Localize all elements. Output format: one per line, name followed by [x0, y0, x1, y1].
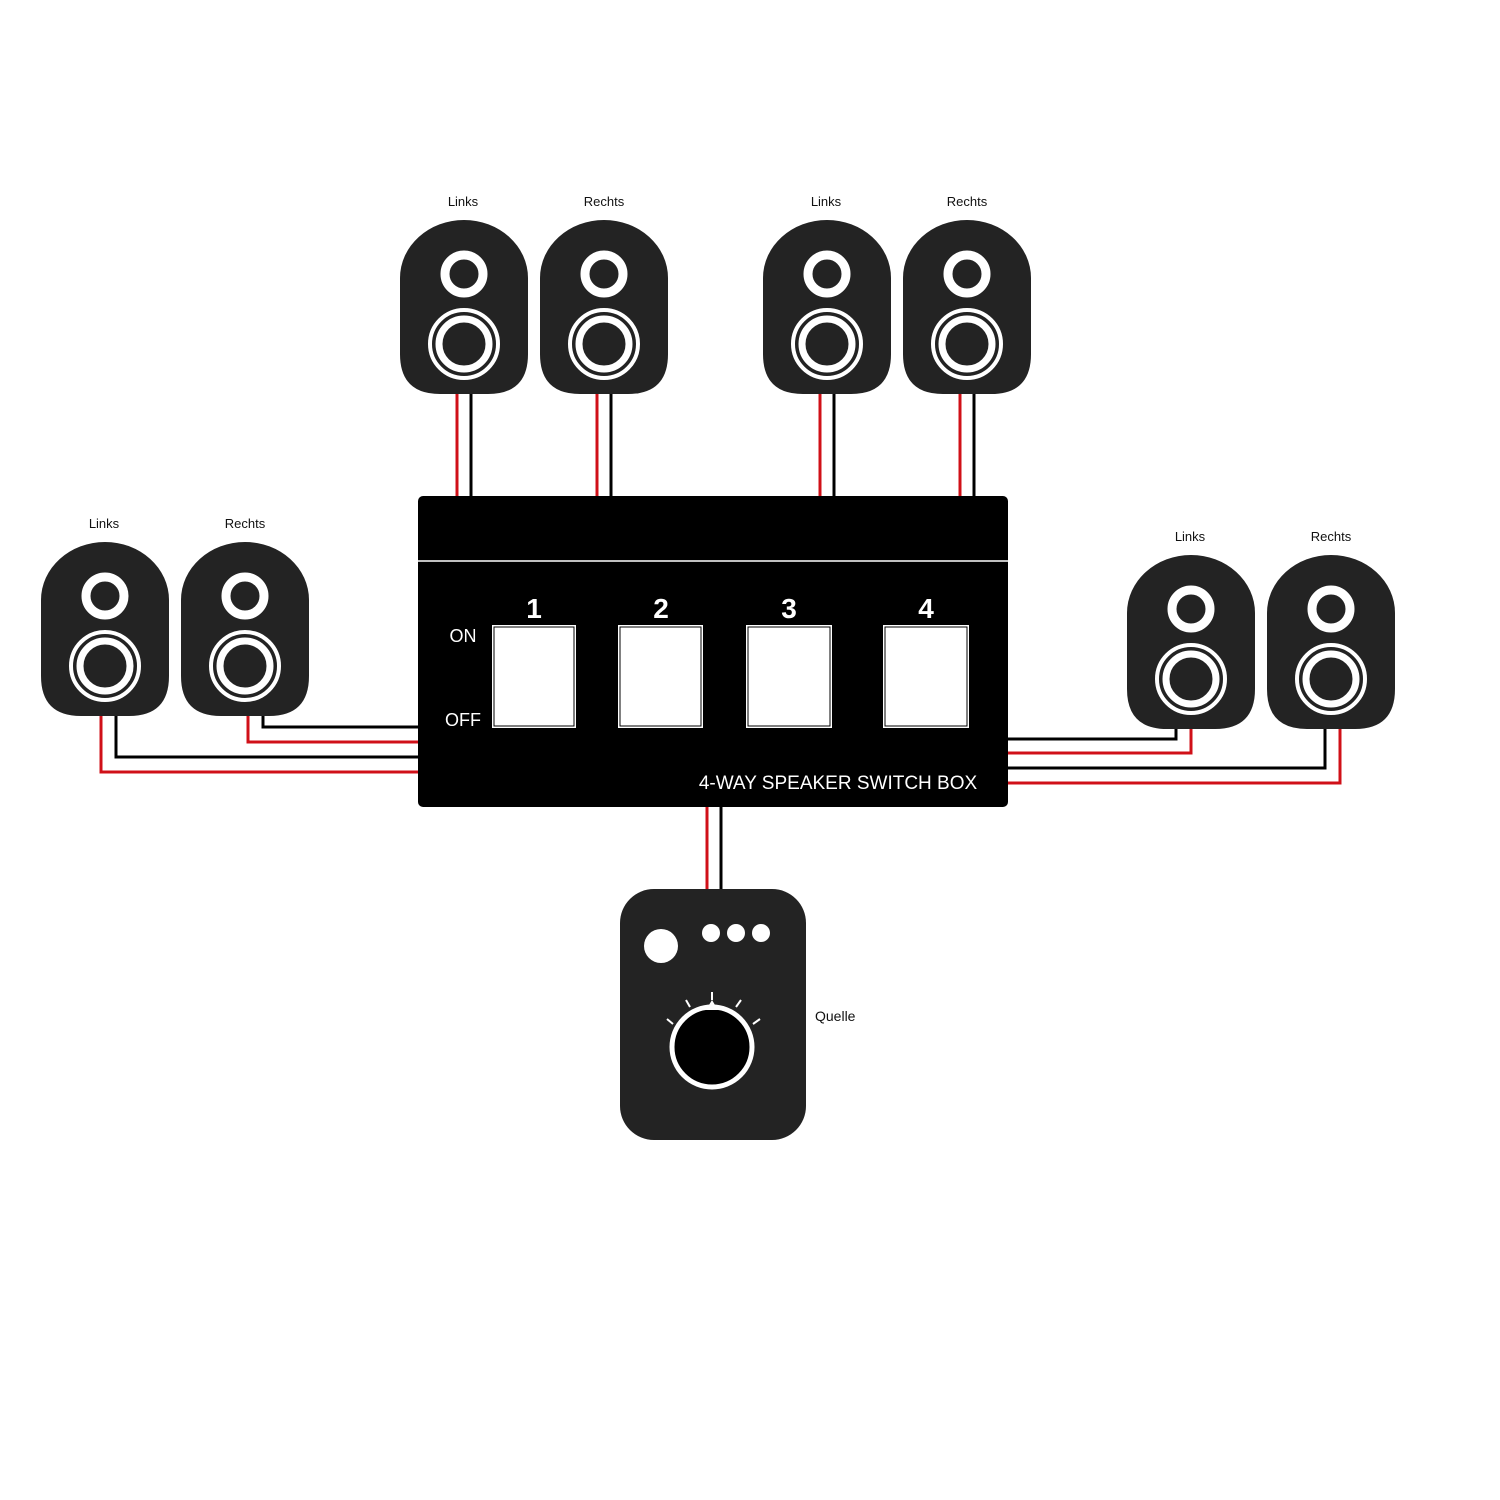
switch-3-inner: [747, 626, 831, 727]
speaker-label-right: Rechts: [225, 516, 266, 531]
speaker-pair-4: Links Rechts: [1127, 529, 1395, 729]
switch-number-4: 4: [918, 593, 934, 624]
source-label: Quelle: [815, 1008, 856, 1024]
switch-1-inner: [493, 626, 575, 727]
switch-3[interactable]: [744, 623, 834, 730]
speaker-icon: [41, 542, 169, 716]
speaker-icon: [763, 220, 891, 394]
switch-number-2: 2: [653, 593, 669, 624]
switch-2[interactable]: [616, 623, 705, 730]
switch-number-1: 1: [526, 593, 542, 624]
source-device: Quelle: [620, 889, 856, 1140]
volume-knob-icon[interactable]: [666, 992, 761, 1090]
speaker-pair-1: Links Rechts: [400, 194, 668, 394]
switch-box-title: 4-WAY SPEAKER SWITCH BOX: [699, 773, 978, 794]
speaker-icon: [1267, 555, 1395, 729]
speaker-icon: [903, 220, 1031, 394]
switch-1[interactable]: [490, 623, 578, 730]
speaker-icon: [400, 220, 528, 394]
speaker-label-left: Links: [89, 516, 120, 531]
switch-2-inner: [619, 626, 702, 727]
on-label: ON: [450, 626, 477, 646]
speaker-label-right: Rechts: [947, 194, 988, 209]
indicator-light-icon: [702, 924, 770, 942]
speaker-label-right: Rechts: [584, 194, 625, 209]
speaker-icon: [1127, 555, 1255, 729]
speaker-icon: [540, 220, 668, 394]
speaker-label-left: Links: [811, 194, 842, 209]
switch-4-inner: [884, 626, 968, 727]
switch-number-3: 3: [781, 593, 797, 624]
power-button-icon[interactable]: [644, 929, 678, 963]
speaker-pair-2: Links Rechts: [763, 194, 1031, 394]
speaker-label-right: Rechts: [1311, 529, 1352, 544]
speaker-pair-3: Links Rechts: [41, 516, 309, 716]
wiring: [99, 392, 1342, 891]
switch-4[interactable]: [881, 623, 971, 730]
off-label: OFF: [445, 710, 481, 730]
switch-box: ON OFF 1 2 3 4 4-WAY SPEAKER SWITCH BOX: [418, 496, 1008, 807]
speaker-icon: [181, 542, 309, 716]
speaker-label-left: Links: [448, 194, 479, 209]
speaker-label-left: Links: [1175, 529, 1206, 544]
